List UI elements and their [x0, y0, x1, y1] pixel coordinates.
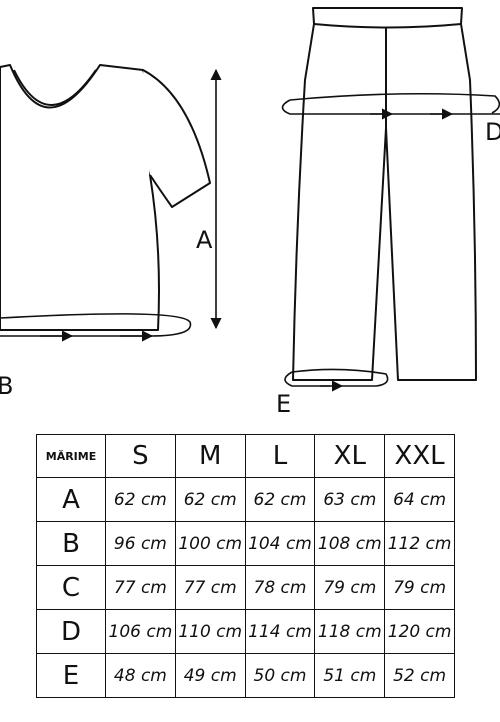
pants-drawing	[292, 7, 477, 381]
table-row: D 106 cm 110 cm 114 cm 118 cm 120 cm	[36, 609, 455, 654]
table-cell: 110 cm	[174, 609, 246, 654]
table-cell: 112 cm	[384, 521, 455, 566]
label-a: A	[196, 226, 213, 254]
table-row: E 48 cm 49 cm 50 cm 51 cm 52 cm	[36, 653, 455, 698]
row-key: C	[36, 565, 106, 610]
table-cell: 77 cm	[105, 565, 176, 610]
table-cell: 63 cm	[314, 477, 386, 522]
size-header: L	[244, 434, 316, 478]
table-row: B 96 cm 100 cm 104 cm 108 cm 112 cm	[36, 521, 455, 566]
hem-measure-e	[284, 368, 389, 392]
tshirt-drawing	[0, 64, 211, 331]
table-cell: 108 cm	[314, 521, 386, 566]
tshirt-body	[0, 64, 160, 331]
table-cell: 100 cm	[174, 521, 246, 566]
table-cell: 106 cm	[105, 609, 176, 654]
table-cell: 120 cm	[384, 609, 455, 654]
table-cell: 51 cm	[314, 653, 386, 698]
label-b: B	[0, 372, 14, 400]
table-cell: 49 cm	[174, 653, 246, 698]
table-cell: 78 cm	[244, 565, 316, 610]
table-cell: 79 cm	[314, 565, 386, 610]
table-row: C 77 cm 77 cm 78 cm 79 cm 79 cm	[36, 565, 455, 610]
table-cell: 64 cm	[384, 477, 455, 522]
label-e: E	[276, 390, 292, 418]
tshirt-collar	[13, 69, 97, 106]
garment-diagram	[0, 7, 500, 392]
label-d: D	[485, 118, 500, 146]
size-header-corner: MĂRIME	[36, 434, 106, 478]
size-chart-table: MĂRIME S M L XL XXL A 62 cm 62 cm 62 cm …	[36, 434, 455, 698]
table-cell: 62 cm	[174, 477, 246, 522]
table-cell: 118 cm	[314, 609, 386, 654]
row-key: B	[36, 521, 106, 566]
pants-waistband	[313, 23, 462, 29]
row-key: A	[36, 477, 106, 522]
chest-measure-b	[0, 313, 192, 342]
table-cell: 62 cm	[244, 477, 316, 522]
table-cell: 52 cm	[384, 653, 455, 698]
row-key: E	[36, 653, 106, 698]
size-header: XL	[314, 434, 386, 478]
table-cell: 62 cm	[105, 477, 176, 522]
table-row: A 62 cm 62 cm 62 cm 63 cm 64 cm	[36, 477, 455, 522]
table-cell: 77 cm	[174, 565, 246, 610]
table-cell: 48 cm	[105, 653, 176, 698]
size-header: XXL	[384, 434, 455, 478]
table-cell: 50 cm	[244, 653, 316, 698]
size-header: S	[105, 434, 176, 478]
table-cell: 114 cm	[244, 609, 316, 654]
row-key: D	[36, 609, 106, 654]
waist-measure-d	[281, 92, 500, 120]
table-header-row: MĂRIME S M L XL XXL	[36, 434, 455, 478]
size-header: M	[174, 434, 246, 478]
table-cell: 96 cm	[105, 521, 176, 566]
table-cell: 104 cm	[244, 521, 316, 566]
pants-outline	[292, 7, 477, 381]
tshirt-sleeve	[142, 69, 211, 208]
table-cell: 79 cm	[384, 565, 455, 610]
